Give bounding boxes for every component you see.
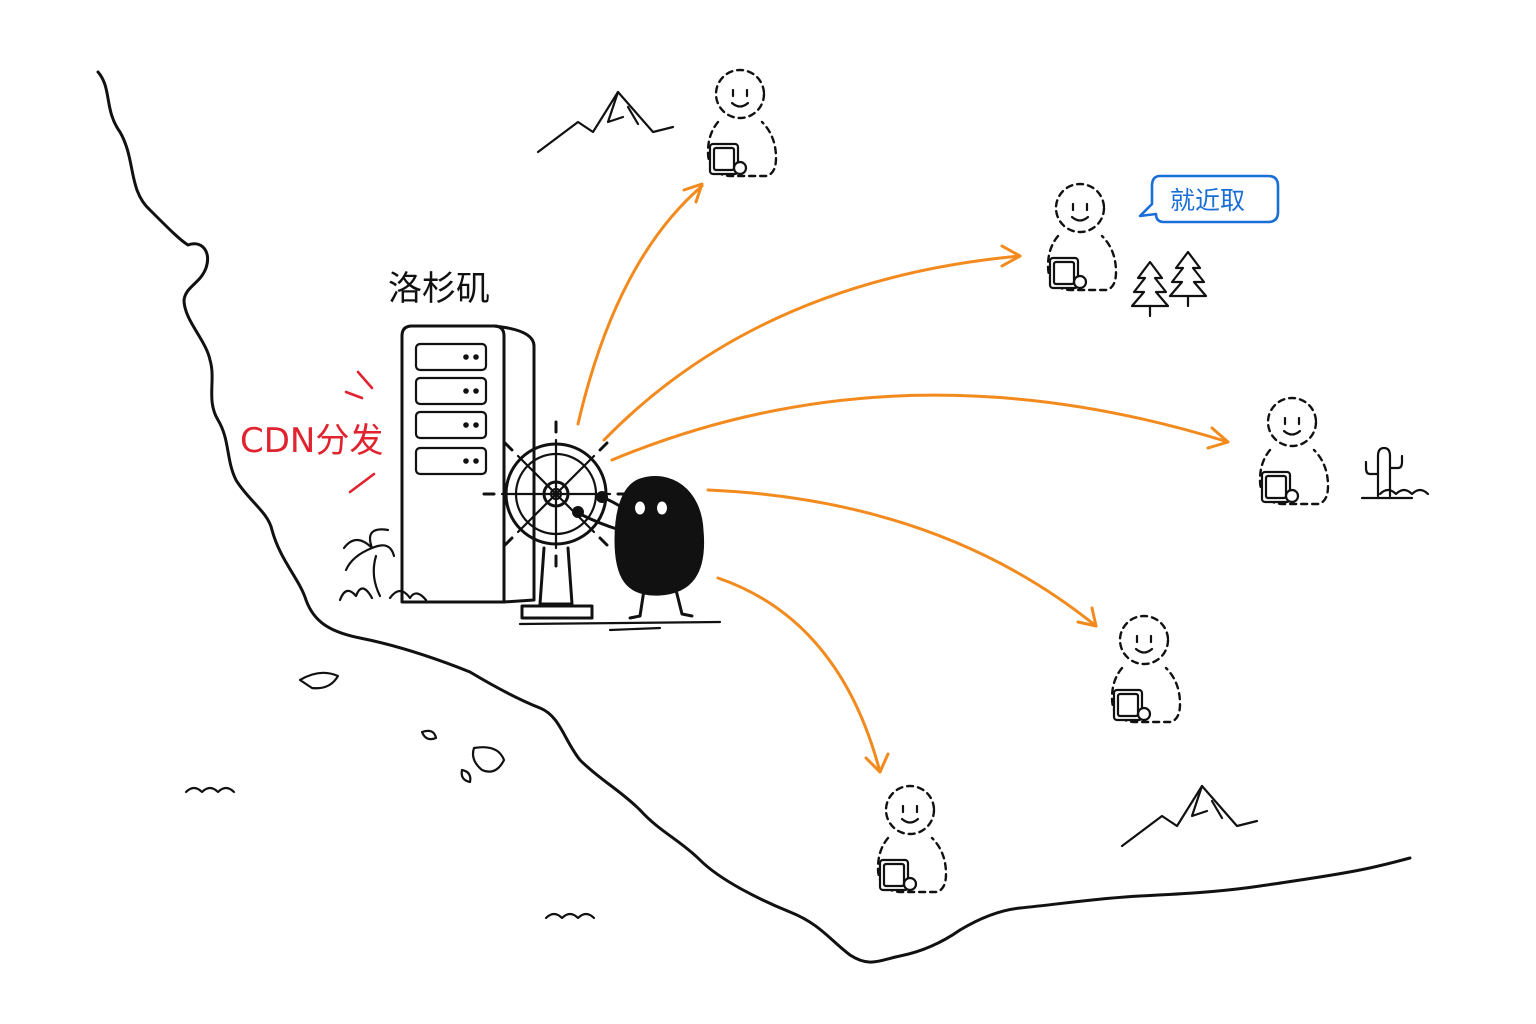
server-rack-icon	[400, 324, 536, 604]
arrow-to-user-3	[610, 393, 1230, 462]
ship-wheel-icon	[482, 420, 630, 620]
pine-tree-icon	[1130, 260, 1170, 318]
user-with-tablet-icon	[1110, 614, 1182, 724]
user-with-tablet-icon	[1258, 396, 1330, 506]
nearby-fetch-bubble: 就近取	[1138, 174, 1280, 224]
cdn-distribution-label: CDN分发	[240, 421, 383, 461]
user-with-tablet-icon	[1046, 182, 1118, 292]
user-with-tablet-icon	[876, 784, 948, 894]
island	[460, 768, 472, 784]
island	[471, 746, 506, 773]
wave-icon	[184, 786, 236, 794]
nearby-fetch-label: 就近取	[1170, 186, 1245, 215]
wave-icon	[544, 912, 596, 920]
island	[420, 729, 438, 741]
user-with-tablet-icon	[706, 68, 778, 178]
arrow-to-user-4	[706, 488, 1098, 628]
cactus-icon	[1360, 446, 1414, 500]
server-location-label: 洛杉矶	[388, 269, 490, 309]
arrow-to-user-5	[716, 576, 882, 774]
wave-icon	[1378, 488, 1430, 496]
arrow-to-user-1	[576, 184, 704, 426]
coastline	[96, 70, 1412, 964]
pine-tree-icon	[1168, 250, 1208, 308]
mountain-icon	[536, 90, 675, 154]
mountain-icon	[1120, 784, 1259, 848]
island	[298, 671, 340, 690]
blob-character-icon	[518, 475, 722, 632]
distribution-arrows	[576, 182, 1230, 774]
arrow-to-user-2	[602, 254, 1022, 442]
palm-tree-icon	[338, 528, 428, 602]
cdn-emphasis-marks	[344, 370, 376, 494]
